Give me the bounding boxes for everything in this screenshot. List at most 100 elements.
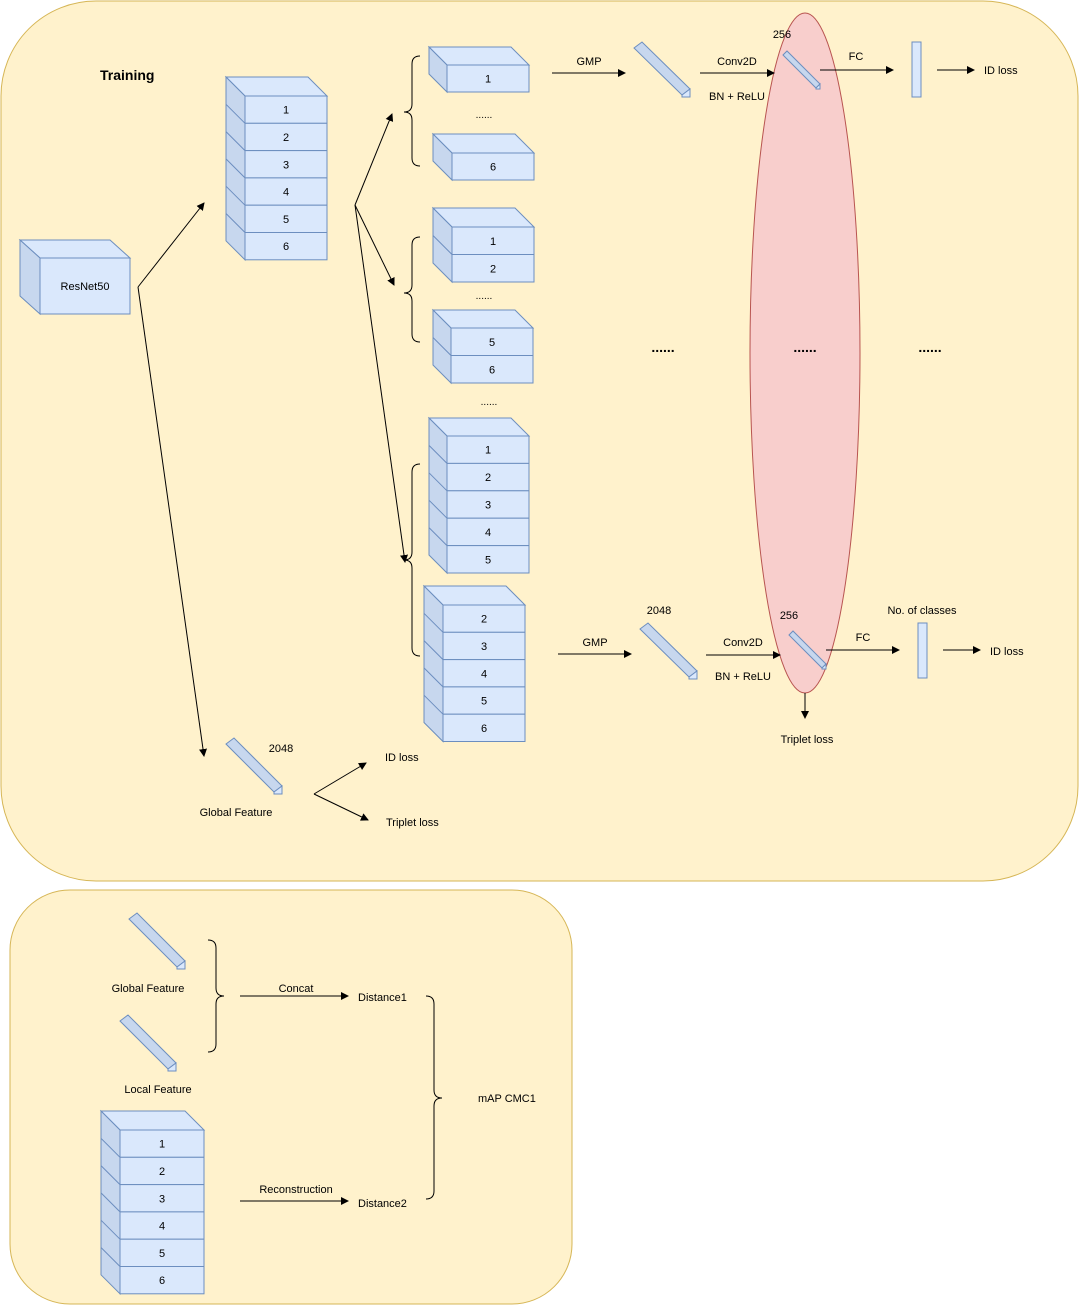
stripe-label: 5: [485, 554, 491, 566]
stripe-label: 1: [159, 1139, 165, 1151]
top-fc-label: FC: [849, 51, 864, 63]
distance1-label: Distance1: [358, 992, 407, 1004]
stripe-label: 2: [490, 263, 496, 275]
bottom-bn-label: BN + ReLU: [715, 671, 771, 683]
inference-global-label: Global Feature: [112, 983, 185, 995]
stripe-label: 2: [283, 132, 289, 144]
stripe-label: 4: [159, 1221, 165, 1233]
stripe-label: 2: [485, 472, 491, 484]
branch1-ellipsis: ......: [476, 110, 493, 121]
top-conv-label: Conv2D: [717, 56, 757, 68]
stripe-cell: [442, 604, 526, 633]
bottom-conv-label: Conv2D: [723, 637, 763, 649]
stripe-label: 1: [490, 236, 496, 248]
stripe-cell: [442, 713, 526, 743]
stripe-cell: [442, 686, 526, 715]
branch2-bottom-stack: 56: [431, 308, 535, 385]
inference-global-feature-bar: [128, 912, 186, 970]
stripe-label: 3: [485, 500, 491, 512]
training-panel: [0, 0, 1079, 882]
stripe-cell: [244, 204, 328, 233]
stripe-label: 2: [159, 1166, 165, 1178]
bottom-dim-in-label: 2048: [647, 605, 671, 617]
stripe-label: 5: [159, 1248, 165, 1260]
middle-ellipsis-left: ......: [651, 339, 674, 355]
feature-concat-brace: [207, 939, 225, 1053]
bottom-reduced-feature: [788, 630, 827, 670]
bottom-classifier-vector: [917, 622, 928, 679]
stripe-label: 1: [485, 445, 491, 457]
stripe-cell: [119, 1238, 205, 1267]
stripe-label: 3: [159, 1193, 165, 1205]
stripe-label: 6: [490, 162, 496, 174]
arrow-global-triplet: [313, 793, 369, 821]
training-title: Training: [100, 67, 154, 83]
stripe-cell: [446, 64, 530, 93]
stripe-label: 5: [481, 696, 487, 708]
top-dim-label: 256: [773, 29, 791, 41]
stripe-label: 6: [283, 241, 289, 253]
stripe-cell: [119, 1184, 205, 1213]
stripe-label: 6: [159, 1275, 165, 1287]
stripe-cell: [244, 122, 328, 152]
stripe-label: 3: [283, 159, 289, 171]
global-triplet-loss: Triplet loss: [386, 817, 439, 829]
top-id-loss: ID loss: [984, 65, 1018, 77]
bottom-id-loss: ID loss: [990, 646, 1024, 658]
stripe-label: 1: [485, 74, 491, 86]
arrow-global-id: [313, 762, 367, 795]
bottom-fc-label: FC: [856, 632, 871, 644]
bottom-classes-label: No. of classes: [887, 605, 957, 617]
top-classifier-vector: [911, 41, 922, 98]
top-bn-label: BN + ReLU: [709, 91, 765, 103]
middle-ellipsis-center: ......: [793, 339, 816, 355]
stripe-cell: [244, 232, 328, 261]
stripe-cell: [446, 517, 530, 547]
stripe-label: 4: [481, 668, 487, 680]
branch1-bottom-block: 6: [431, 132, 536, 182]
arrow-to-branch2: [354, 204, 395, 286]
stripe-label: 6: [489, 364, 495, 376]
stripe-label: 6: [481, 723, 487, 735]
bottom-dim-label: 256: [780, 610, 798, 622]
top-pooled-feature: [633, 41, 691, 98]
stripe-cell: [450, 355, 534, 384]
global-feature-label: Global Feature: [200, 807, 273, 819]
stripe-cell: [119, 1266, 205, 1295]
stripe-label: 5: [489, 337, 495, 349]
reconstruction-label: Reconstruction: [259, 1184, 332, 1196]
stripe-label: 2: [481, 614, 487, 626]
inference-local-feature-bar: [119, 1014, 177, 1072]
bottom-triplet-loss: Triplet loss: [781, 734, 834, 746]
arrow-resnet-to-stripes: [137, 202, 205, 288]
top-gmp-label: GMP: [576, 56, 601, 68]
branch2-ellipsis: ......: [476, 291, 493, 302]
branch1-brace: [403, 55, 421, 167]
middle-ellipsis-right: ......: [918, 339, 941, 355]
stripe-cell: [244, 177, 328, 206]
arrow-to-branch3: [354, 204, 408, 563]
concat-label: Concat: [279, 983, 314, 995]
stripe-cell: [451, 152, 535, 181]
stripe-label: 5: [283, 214, 289, 226]
inference-stripe-stack: 1 2 3 4 5 6: [99, 1109, 206, 1296]
branch1-top-block: 1: [427, 45, 531, 94]
stripe-label: 3: [481, 641, 487, 653]
stripe-label: 4: [283, 187, 289, 199]
resnet50-block: ResNet50: [18, 238, 132, 316]
inference-local-label: Local Feature: [124, 1084, 191, 1096]
stripe-cell: [119, 1129, 205, 1158]
top-reduced-feature: [782, 50, 821, 90]
stripe-cell: [451, 254, 535, 283]
stripe-cell: [451, 226, 535, 255]
stripe-label: 1: [283, 105, 289, 117]
stripe-cell: [446, 545, 530, 574]
branch2-brace: [403, 236, 421, 343]
metrics-brace: [425, 995, 443, 1200]
global-dim-label: 2048: [269, 743, 293, 755]
global-id-loss: ID loss: [385, 752, 419, 764]
global-feature-bar: [225, 737, 283, 795]
arrow-to-branch1: [354, 113, 394, 206]
branch3-lower-stack: 2 3 4 5 6: [422, 584, 527, 743]
